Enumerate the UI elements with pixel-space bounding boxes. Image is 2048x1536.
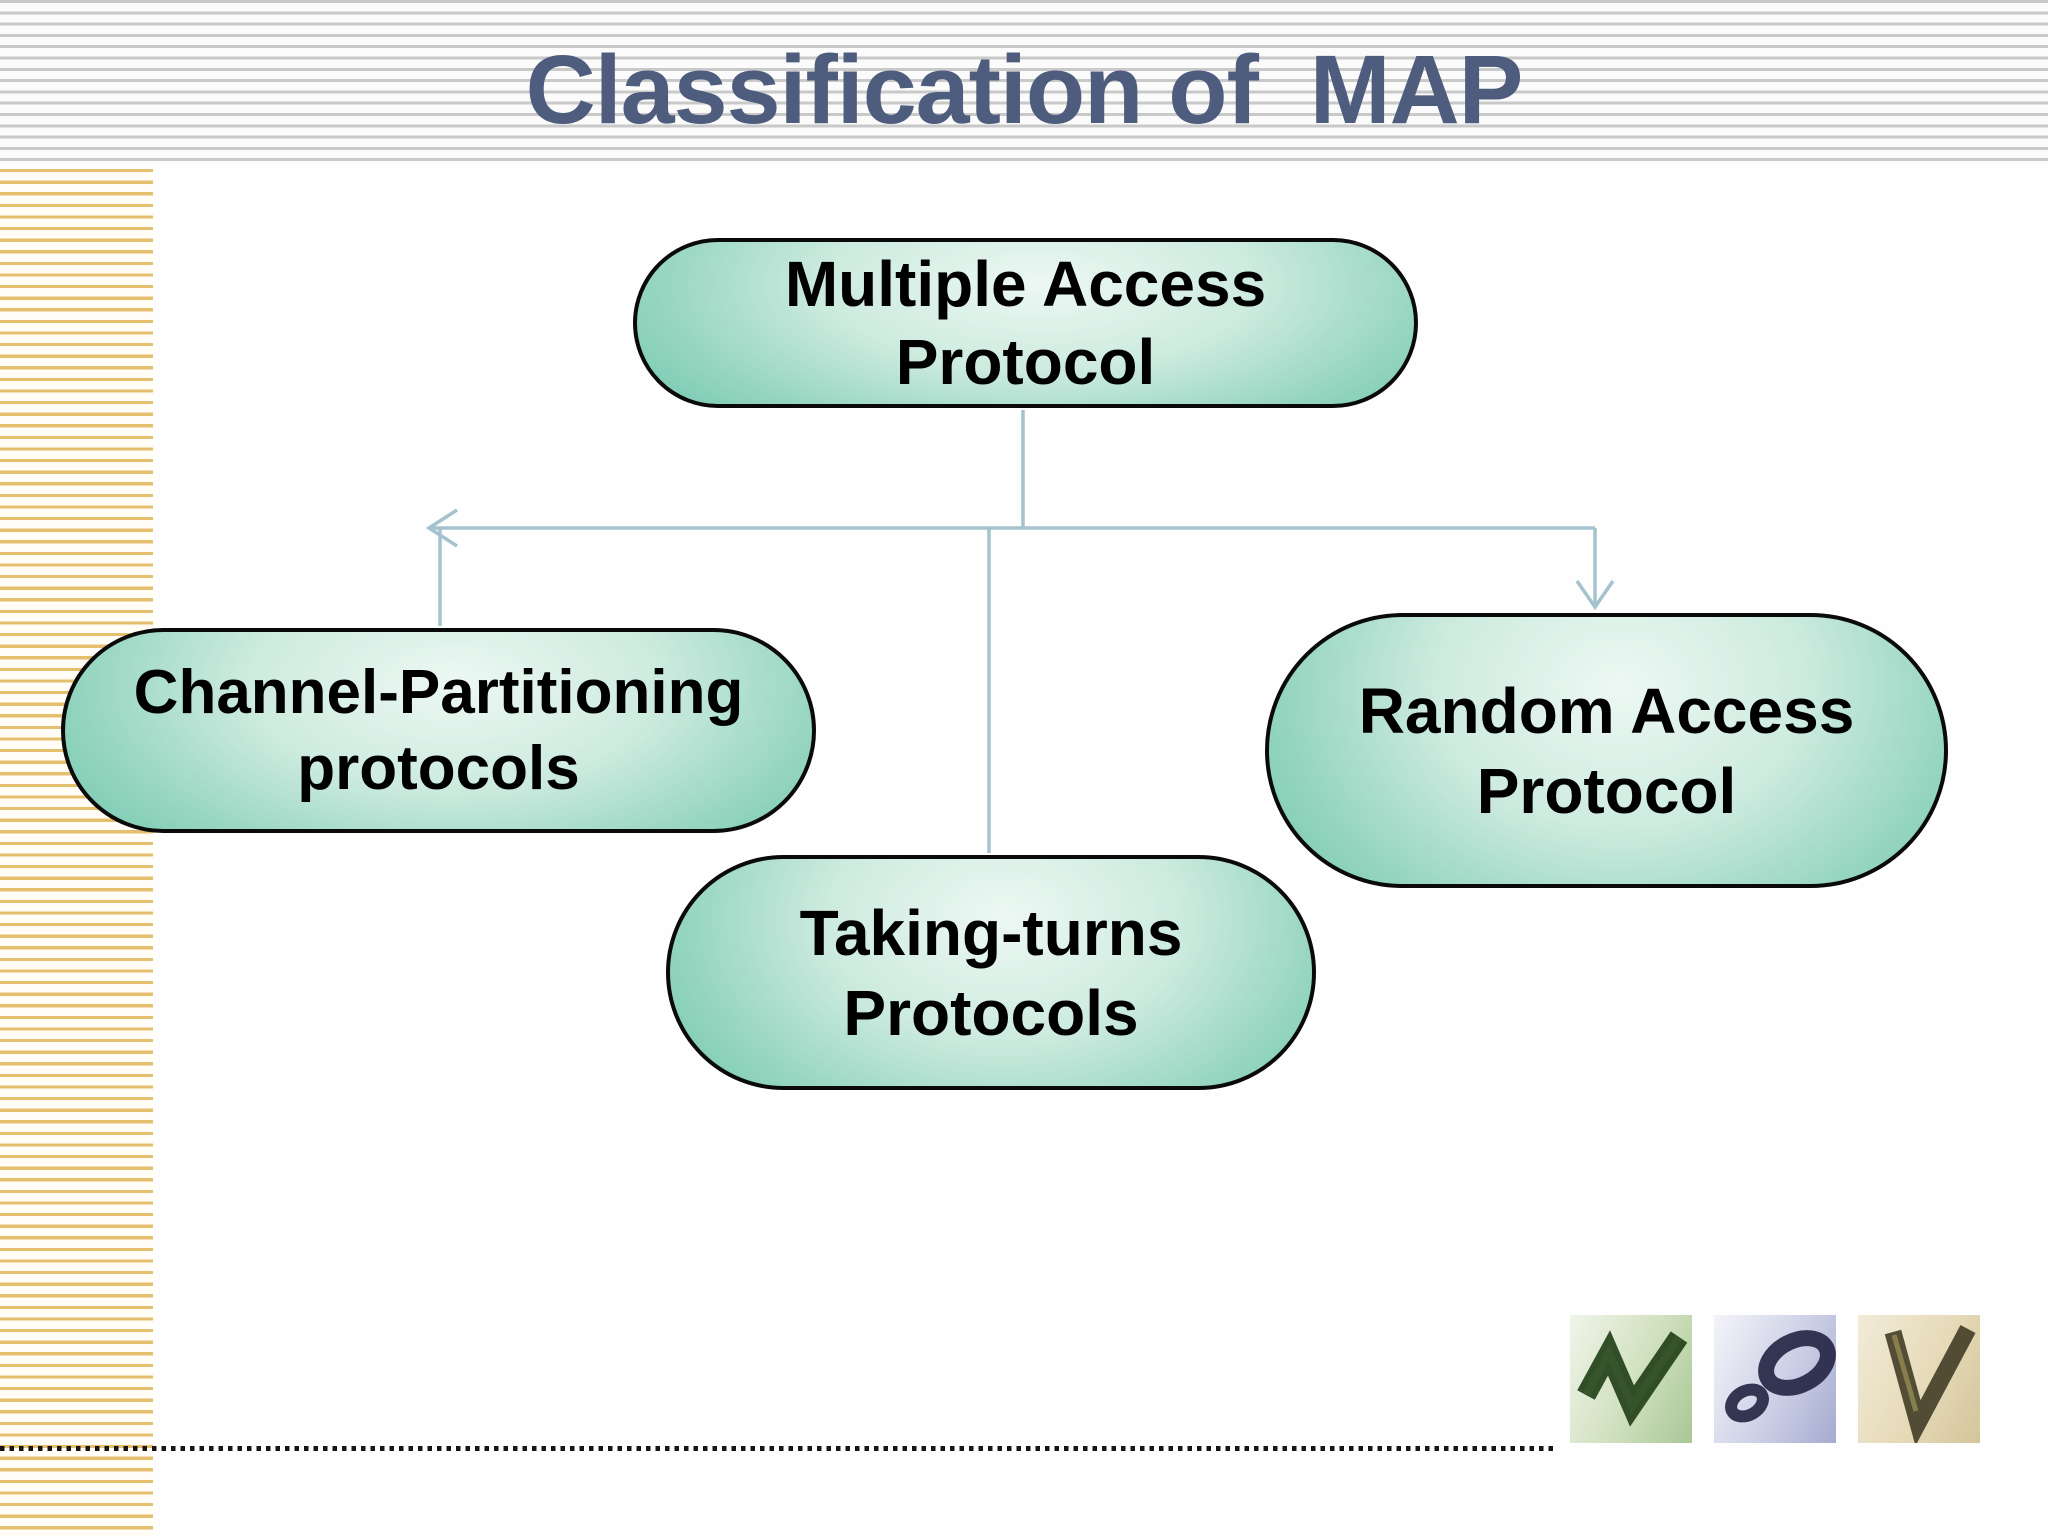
node-label-line: Multiple Access [784, 248, 1267, 320]
footer-dotted-rule [0, 1446, 1556, 1451]
green-zigzag-checkmark-photo-icon [1570, 1315, 1692, 1443]
node-label-line: protocols [297, 733, 580, 803]
left-arrowhead-icon [425, 508, 458, 548]
down-arrowhead-icon [1575, 580, 1615, 611]
footer-thumbnails [1570, 1315, 1980, 1443]
slide-title: Classification of MAP [525, 35, 1524, 144]
blue-rings-photo-icon [1714, 1315, 1836, 1443]
node-taking-turns-protocols: Taking-turns Protocols [666, 855, 1316, 1090]
node-label-line: Random Access [1358, 674, 1855, 747]
node-label-line: Protocol [1476, 754, 1737, 827]
node-random-access-protocol: Random Access Protocol [1265, 613, 1948, 888]
node-label-line: Taking-turns [799, 896, 1183, 969]
node-channel-partitioning-protocols: Channel-Partitioning protocols [61, 628, 816, 833]
tan-v-checkmark-photo-icon [1858, 1315, 1980, 1443]
top-stripe-band [0, 0, 2048, 164]
node-label-line: Channel-Partitioning [133, 657, 744, 727]
left-stripe-band [0, 169, 153, 1536]
node-label-line: Protocols [843, 976, 1139, 1049]
node-label-line: Protocol [895, 326, 1156, 398]
node-multiple-access-protocol: Multiple Access Protocol [633, 238, 1418, 408]
